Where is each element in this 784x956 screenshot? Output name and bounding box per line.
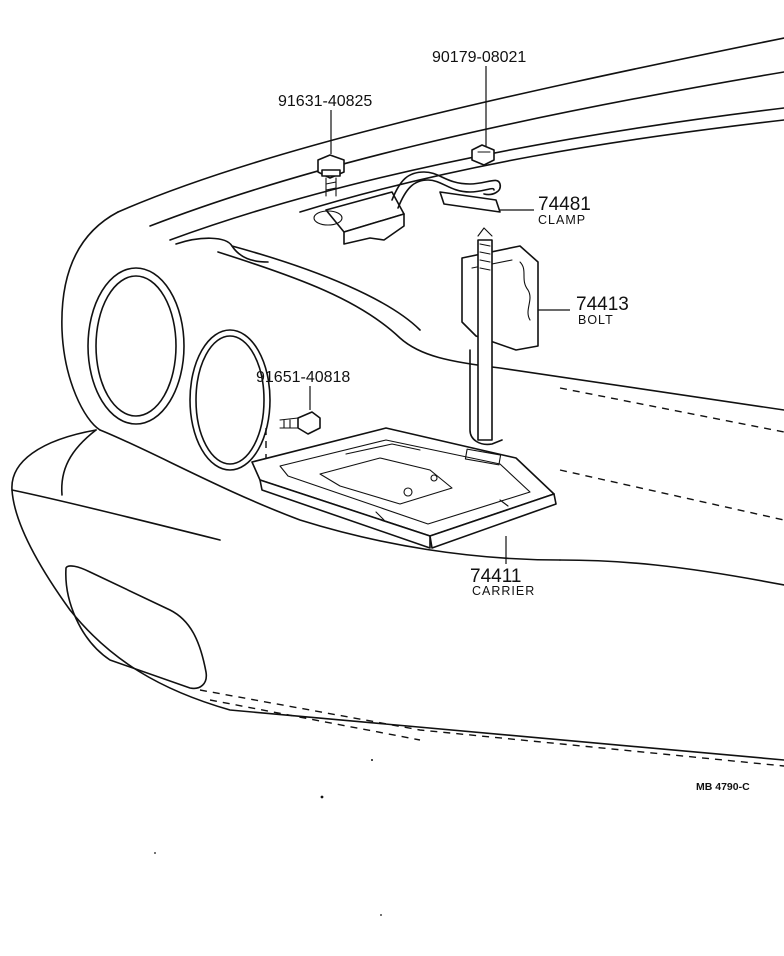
drawing-code: MB 4790-C: [696, 781, 750, 793]
callout-labels: 90179-08021 91631-40825 74481 CLAMP 7441…: [256, 49, 750, 793]
callout-74411-name: CARRIER: [472, 584, 535, 598]
callout-91631-40825: 91631-40825: [278, 93, 372, 110]
callout-91651-40818: 91651-40818: [256, 369, 350, 386]
scan-specks: [154, 759, 382, 916]
nut-90179-08021: [471, 144, 495, 166]
callout-74481-name: CLAMP: [538, 213, 586, 227]
clamp-74481: [313, 171, 502, 245]
bolt-91651-40818: [265, 411, 321, 482]
carrier-74411: [251, 427, 557, 549]
callout-74413-name: BOLT: [578, 313, 614, 327]
bolt-74413: [461, 227, 539, 446]
vehicle-body: [11, 37, 784, 767]
callout-74413: 74413: [576, 294, 629, 315]
callout-74411: 74411: [470, 566, 521, 587]
bolt-91631-40825: [317, 154, 345, 197]
leader-lines: [309, 66, 570, 564]
callout-90179-08021: 90179-08021: [432, 49, 526, 66]
callout-74481: 74481: [538, 194, 591, 215]
